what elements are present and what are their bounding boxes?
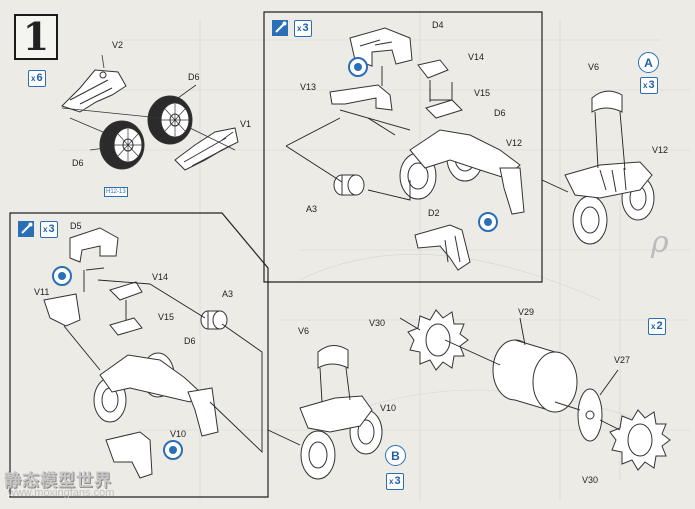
part-number-tag: H12-13: [104, 187, 128, 197]
cement-icon: [348, 57, 368, 77]
panel-a-border: [263, 11, 543, 283]
step-number-box: 1: [14, 14, 58, 60]
glue-icon: [18, 221, 34, 237]
label-d5: D5: [70, 221, 82, 231]
label-v6: V6: [588, 62, 600, 72]
label-d6: D6: [184, 336, 196, 346]
label-d4: D4: [432, 20, 444, 30]
label-v14: V14: [152, 272, 169, 282]
label-v12: V12: [506, 138, 523, 148]
label-d6: D6: [72, 158, 84, 168]
background-ornament: ρ: [651, 225, 669, 260]
label-v2: V2: [112, 40, 124, 50]
label-v13: V13: [300, 82, 317, 92]
watermark-brand: 静态模型世界: [4, 471, 112, 490]
label-v29: V29: [518, 307, 535, 317]
label-v12: V12: [652, 145, 669, 155]
label-v1: V1: [240, 119, 252, 129]
label-d6: D6: [188, 72, 200, 82]
label-v15: V15: [474, 88, 491, 98]
cement-icon: [478, 212, 498, 232]
label-v14: V14: [468, 52, 485, 62]
watermark-url: www.moxingfans.com: [8, 487, 115, 499]
label-v27: V27: [614, 355, 631, 365]
label-v11: V11: [34, 287, 50, 297]
label-d6: D6: [494, 108, 506, 118]
label-d2: D2: [428, 208, 440, 218]
callout-a-marker: A: [638, 52, 659, 73]
cement-icon: [52, 266, 72, 286]
label-v10: V10: [170, 429, 187, 439]
panel-b-border: [9, 212, 269, 498]
label-a3: A3: [222, 289, 234, 299]
label-v15: V15: [158, 312, 175, 322]
label-a3: A3: [306, 204, 318, 214]
label-v6: V6: [298, 326, 310, 336]
label-v10: V10: [380, 403, 397, 413]
glue-icon: [272, 20, 288, 36]
cement-icon: [163, 440, 183, 460]
label-v30: V30: [369, 318, 386, 328]
label-v30: V30: [582, 475, 599, 485]
callout-b-marker: B: [385, 445, 406, 466]
